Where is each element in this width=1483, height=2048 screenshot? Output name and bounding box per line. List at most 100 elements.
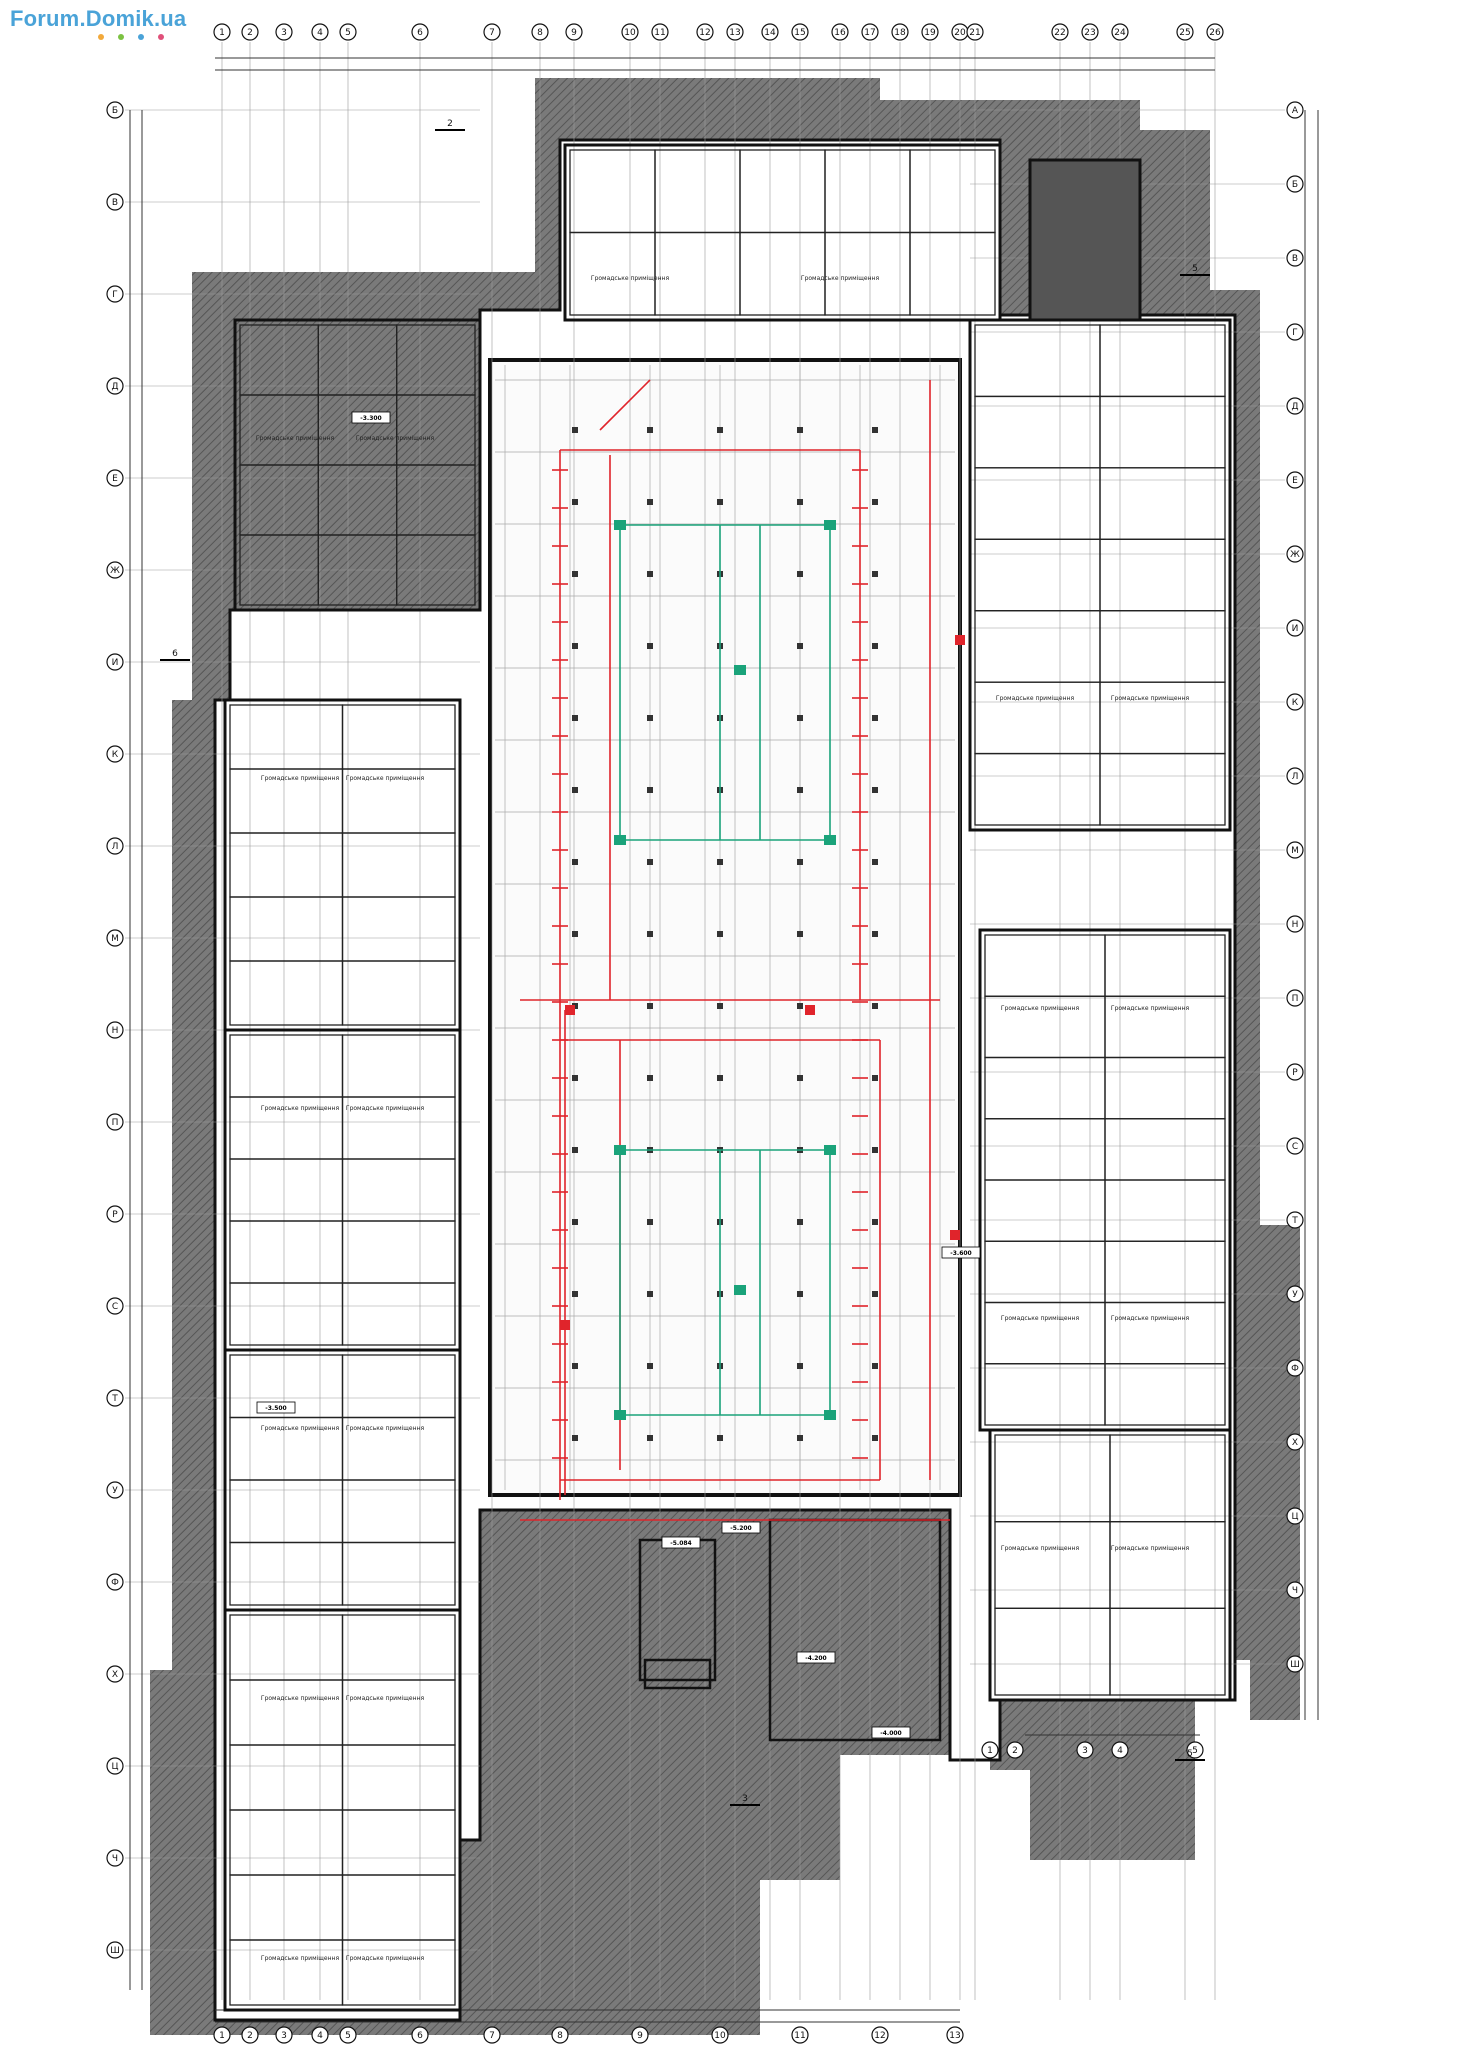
axis-left-label: Х <box>112 1670 118 1680</box>
axis-bottom-right-circle <box>1006 1741 1024 1759</box>
column <box>572 1435 578 1441</box>
level-mark-box <box>256 1401 296 1414</box>
level-mark-box <box>941 1246 981 1259</box>
column <box>872 643 878 649</box>
axis-bottom-label: 9 <box>637 2031 643 2041</box>
axis-top-circle <box>483 23 501 41</box>
axis-right-label: П <box>1292 994 1299 1004</box>
axis-top-circle <box>966 23 984 41</box>
right-wing-walls <box>968 318 1232 1702</box>
axis-bottom-label: 5 <box>345 2031 351 2041</box>
axis-left-circle <box>106 745 124 763</box>
axis-left-label: Ф <box>111 1578 119 1588</box>
room-label: Громадське приміщення <box>801 275 880 282</box>
axis-top-label: 12 <box>699 28 710 38</box>
column <box>647 427 653 433</box>
axis-top-label: 26 <box>1209 28 1221 38</box>
exhaust-grille <box>824 520 836 530</box>
axis-bottom-label: 4 <box>317 2031 323 2041</box>
column <box>572 427 578 433</box>
axis-left-label: Ц <box>112 1762 119 1772</box>
column <box>872 1435 878 1441</box>
column <box>572 643 578 649</box>
level-mark-text: -5.200 <box>730 1525 751 1532</box>
room-label: Громадське приміщення <box>996 695 1075 702</box>
axis-right-circle <box>1286 1211 1304 1229</box>
axis-bottom-circle <box>275 2026 293 2044</box>
apartment-room <box>341 1541 456 1606</box>
axis-right-circle <box>1286 1507 1304 1525</box>
room-label: Громадське приміщення <box>261 1425 340 1432</box>
level-marks: -3.300-3.500-3.600-5.084-5.200-4.200-4.0… <box>256 411 981 1739</box>
axis-bottom-label: 3 <box>281 2031 287 2041</box>
axis-top-label: 24 <box>1114 28 1126 38</box>
axis-bottom-right-label: 1 <box>987 1746 993 1756</box>
column <box>572 931 578 937</box>
axis-top-circle <box>411 23 429 41</box>
level-mark-box <box>351 411 391 424</box>
level-mark-text: -3.500 <box>265 1405 286 1412</box>
axis-bottom-circle <box>791 2026 809 2044</box>
axis-right-label: Л <box>1292 772 1299 782</box>
parking-hall <box>488 358 962 1497</box>
axis-top-circle <box>761 23 779 41</box>
axis-top-label: 19 <box>924 28 936 38</box>
axis-top-label: 25 <box>1179 28 1190 38</box>
column <box>572 787 578 793</box>
axis-bottom-label: 6 <box>417 2031 423 2041</box>
column <box>572 1147 578 1153</box>
axis-top-circle <box>696 23 714 41</box>
axis-top-label: 13 <box>729 28 740 38</box>
column <box>717 1075 723 1081</box>
axis-top-label: 5 <box>345 28 351 38</box>
column <box>647 571 653 577</box>
axis-right-circle <box>1286 767 1304 785</box>
section-label: 5 <box>1192 264 1198 274</box>
axis-left-circle <box>106 1021 124 1039</box>
axis-left-label: Ч <box>112 1854 118 1864</box>
axis-top-circle <box>1081 23 1099 41</box>
room-label: Громадське приміщення <box>346 1425 425 1432</box>
axis-left-label: Г <box>112 290 118 300</box>
top-block-rooms <box>569 149 996 316</box>
column <box>872 1003 878 1009</box>
fire-damper <box>565 1005 575 1015</box>
axis-bottom-circle <box>241 2026 259 2044</box>
axis-right-circle <box>1286 1359 1304 1377</box>
axis-left-circle <box>106 1481 124 1499</box>
axis-bottom-circle <box>871 2026 889 2044</box>
room-label: Громадське приміщення <box>346 1695 425 1702</box>
exhaust-grille <box>734 1285 746 1295</box>
column <box>572 1075 578 1081</box>
axis-right-label: С <box>1292 1142 1298 1152</box>
axis-right-label: Г <box>1292 328 1298 338</box>
supply-duct <box>599 379 651 431</box>
axis-bottom-right-circle <box>1111 1741 1129 1759</box>
apartment-room <box>1099 752 1226 826</box>
column <box>717 1003 723 1009</box>
axis-right-circle <box>1286 915 1304 933</box>
axis-left-label: Е <box>112 474 118 484</box>
axis-left-label: И <box>112 658 119 668</box>
fire-damper <box>950 1230 960 1240</box>
axis-top-label: 20 <box>954 28 966 38</box>
column <box>872 571 878 577</box>
column <box>872 499 878 505</box>
watermark-dot <box>158 34 164 40</box>
column <box>872 427 878 433</box>
column <box>647 1435 653 1441</box>
axis-bottom-circle <box>711 2026 729 2044</box>
axis-right-label: Д <box>1291 402 1298 412</box>
technical-room <box>909 231 996 316</box>
axis-right-label: Ф <box>1291 1364 1299 1374</box>
column <box>797 1435 803 1441</box>
level-mark-box <box>661 1536 701 1549</box>
room-label: Громадське приміщення <box>1111 695 1190 702</box>
axis-left-circle <box>106 837 124 855</box>
axis-right-label: М <box>1291 846 1299 856</box>
column <box>797 1291 803 1297</box>
axis-bottom-right-circle <box>981 1741 999 1759</box>
